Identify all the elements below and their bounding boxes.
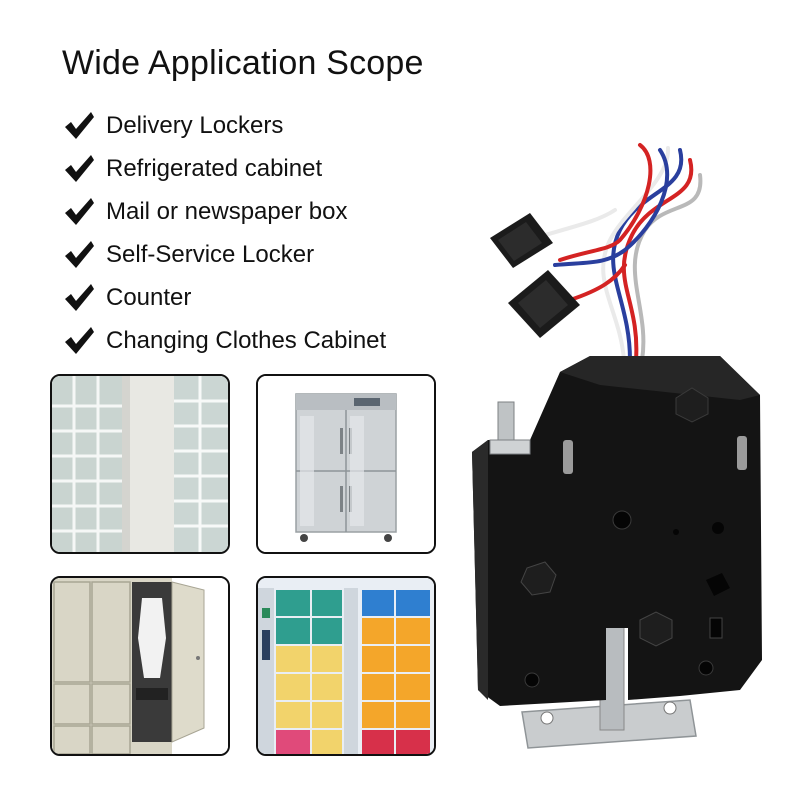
- delivery-locker-photo: [50, 374, 230, 554]
- feature-label: Refrigerated cabinet: [106, 154, 323, 182]
- feature-label: Delivery Lockers: [106, 111, 284, 139]
- feature-label: Mail or newspaper box: [106, 197, 348, 225]
- checkmark-icon: [65, 326, 94, 354]
- list-item: Changing Clothes Cabinet: [62, 319, 386, 362]
- electronic-lock-product-image: [472, 143, 762, 749]
- checkmark-icon: [65, 197, 94, 225]
- checkmark-icon: [65, 154, 94, 182]
- list-item: Mail or newspaper box: [62, 190, 386, 233]
- checkmark-icon: [65, 283, 94, 311]
- list-item: Refrigerated cabinet: [62, 147, 386, 190]
- list-item: Self-Service Locker: [62, 233, 386, 276]
- changing-cabinet-photo: [50, 576, 230, 756]
- checkmark-icon: [65, 111, 94, 139]
- list-item: Delivery Lockers: [62, 104, 386, 147]
- list-item: Counter: [62, 276, 386, 319]
- feature-label: Changing Clothes Cabinet: [106, 326, 387, 354]
- colorful-lockers-photo: [256, 576, 436, 756]
- feature-label: Self-Service Locker: [106, 240, 315, 268]
- page-title: Wide Application Scope: [62, 44, 424, 82]
- feature-label: Counter: [106, 283, 192, 311]
- checkmark-icon: [65, 240, 94, 268]
- feature-list: Delivery Lockers Refrigerated cabinet Ma…: [62, 104, 386, 362]
- refrigerator-photo: [256, 374, 436, 554]
